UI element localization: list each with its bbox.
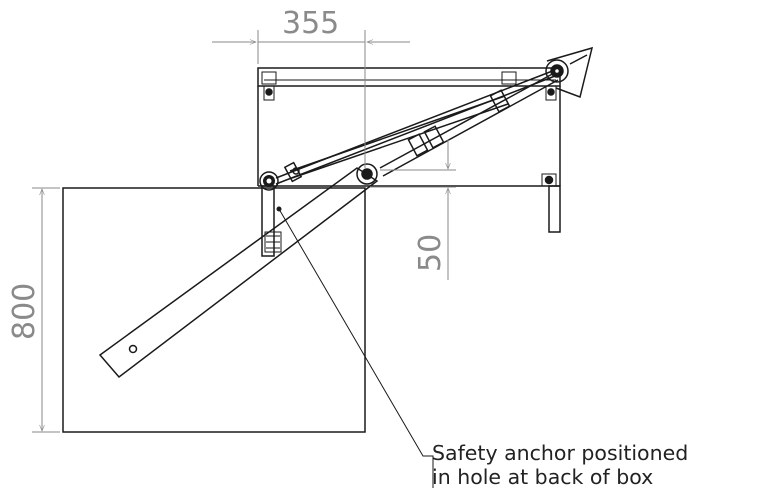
dimension-355 xyxy=(212,30,410,168)
anchor-note-line1: Safety anchor positioned xyxy=(432,441,688,465)
base-plate xyxy=(62,187,366,433)
upper-box xyxy=(257,67,561,187)
left-pivot xyxy=(259,171,279,191)
dimension-355-label: 355 xyxy=(282,6,339,41)
right-bracket xyxy=(548,185,561,233)
diagonal-arm xyxy=(98,163,379,379)
left-post xyxy=(261,185,282,257)
dimension-800 xyxy=(32,187,60,433)
strut-linkage xyxy=(275,69,559,185)
dimension-800-label: 800 xyxy=(7,283,42,340)
anchor-leader xyxy=(276,206,434,488)
anchor-note-line2: in hole at back of box xyxy=(432,465,653,489)
top-right-pivot xyxy=(545,46,594,98)
dimension-50-label: 50 xyxy=(413,234,448,272)
dimension-50 xyxy=(370,140,456,280)
